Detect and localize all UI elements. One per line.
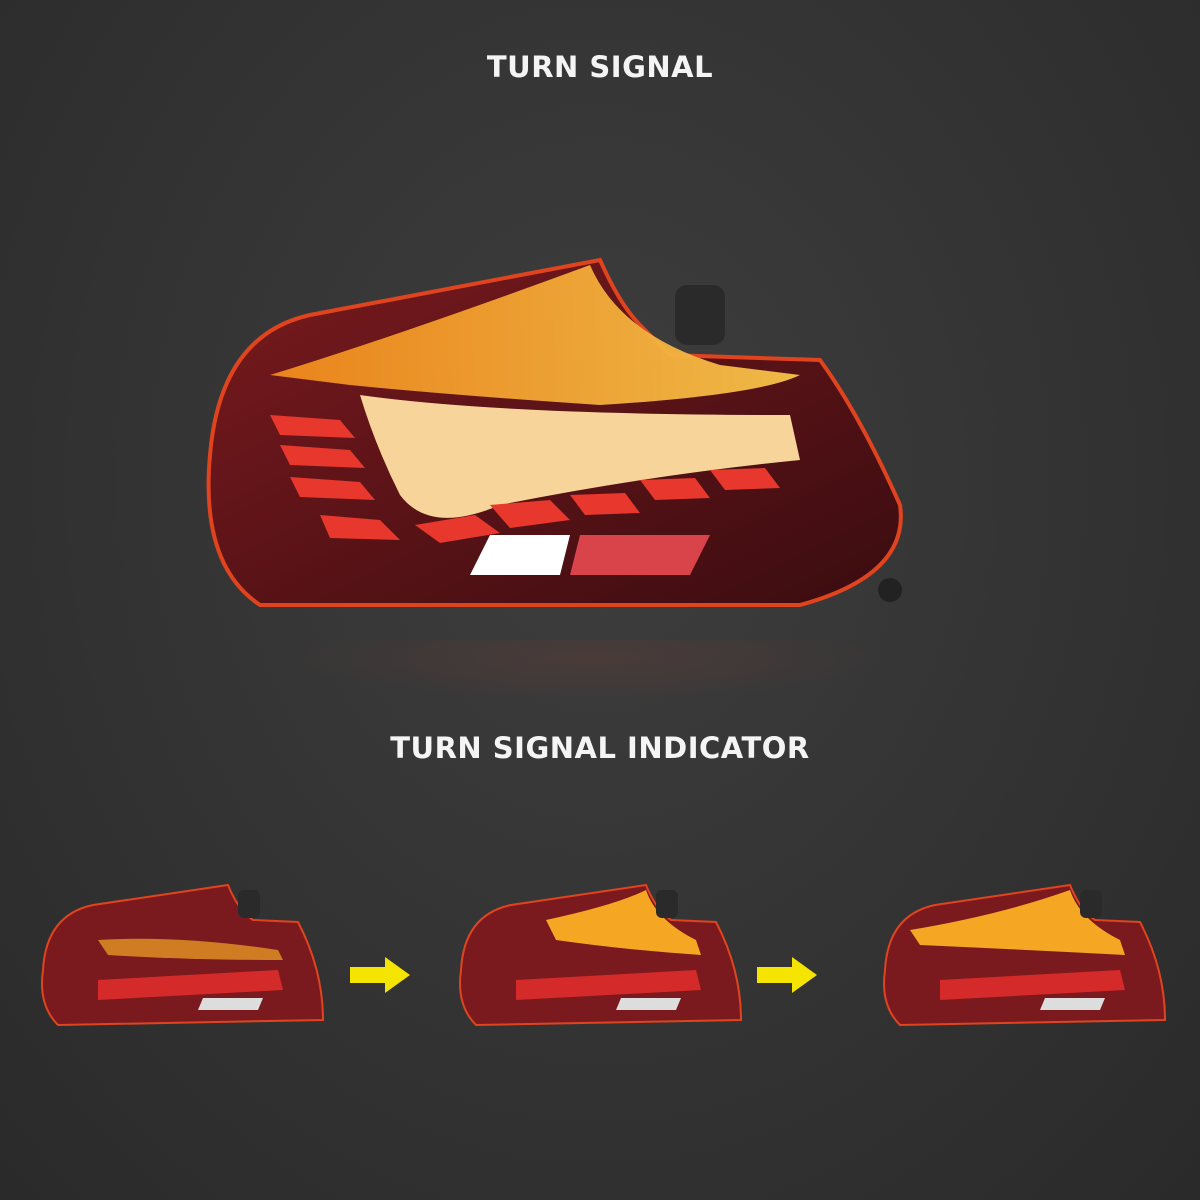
reflection — [280, 640, 900, 700]
tail-light-main-image — [206, 257, 903, 607]
sequence-step-2-image — [459, 883, 743, 1027]
arrow-right-icon — [350, 957, 410, 993]
sequence-step-1-image — [41, 883, 325, 1027]
sequence-step-3-image — [883, 883, 1167, 1027]
turn-signal-indicator-heading: TURN SIGNAL INDICATOR — [390, 731, 810, 765]
arrow-right-icon — [757, 957, 817, 993]
turn-signal-heading: TURN SIGNAL — [486, 50, 714, 84]
